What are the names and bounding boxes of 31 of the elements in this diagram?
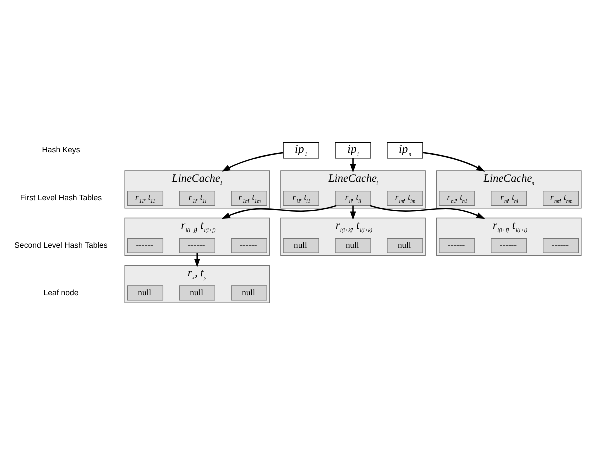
node-box: ------	[439, 238, 476, 253]
node-box: null	[387, 238, 424, 253]
node-box: ------	[179, 238, 216, 253]
arrow	[222, 204, 337, 219]
node-box: null	[231, 285, 268, 300]
node-box: ------	[127, 238, 164, 253]
arrow	[350, 158, 356, 172]
node-box: ------	[543, 238, 580, 253]
node-box: null	[127, 285, 164, 300]
node-box: r$_{11}$, t$_{11}$	[127, 190, 164, 206]
node-box: r$_{nm}$, t$_{nm}$	[543, 190, 580, 206]
arrow	[350, 205, 356, 220]
node-box: null	[335, 238, 372, 253]
arrow	[222, 152, 284, 172]
node-box: null	[283, 238, 320, 253]
node-box: r$_{n1}$, t$_{n1}$	[439, 190, 476, 206]
node-box: r$_{ii}$, t$_{ii}$	[335, 190, 372, 206]
arrow	[370, 204, 486, 219]
node-box: ip$_{1}$	[283, 142, 320, 158]
arrow	[422, 152, 486, 172]
arrow	[194, 252, 200, 268]
node-box: ip$_{n}$	[387, 142, 424, 158]
node-box: r$_{im}$, t$_{im}$	[387, 190, 424, 206]
node-box: ------	[491, 238, 528, 253]
node-box: r$_{ni}$, t$_{ni}$	[491, 190, 528, 206]
node-box: r$_{i1}$, t$_{i1}$	[283, 190, 320, 206]
node-box: ip$_{i}$	[335, 142, 372, 158]
node-box: ------	[231, 238, 268, 253]
node-box: null	[179, 285, 216, 300]
node-box: r$_{1m}$, t$_{1m}$	[231, 190, 268, 206]
node-box: r$_{1i}$, t$_{1i}$	[179, 190, 216, 206]
